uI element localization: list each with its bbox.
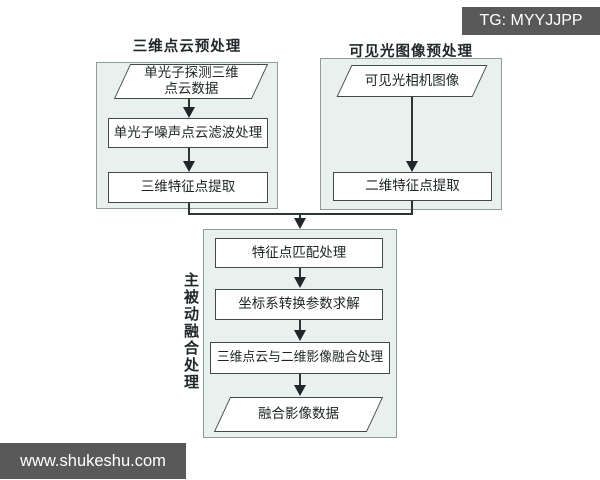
coordinate-transform-node: 坐标系转换参数求解: [215, 289, 383, 320]
connector-line: [411, 97, 413, 162]
connector-line: [411, 201, 413, 214]
telegram-watermark-text: TG: MYYJJPP: [479, 12, 583, 29]
connector-line: [188, 99, 190, 109]
arrow-down-icon: [183, 161, 195, 172]
website-watermark-text: www.shukeshu.com: [20, 451, 166, 470]
fused-image-output-node: 融合影像数据: [213, 397, 384, 432]
arrow-down-icon: [294, 330, 306, 341]
fused-image-output-label: 融合影像数据: [258, 406, 339, 422]
connector-line: [299, 268, 301, 279]
connector-line: [188, 203, 190, 214]
feature-extract-3d-node: 三维特征点提取: [108, 172, 268, 203]
noise-filter-node: 单光子噪声点云滤波处理: [108, 118, 268, 148]
arrow-down-icon: [183, 107, 195, 118]
visible-camera-input-label: 可见光相机图像: [364, 72, 460, 88]
connector-line: [299, 374, 301, 387]
single-photon-input-line2: 点云数据: [164, 81, 218, 97]
visible-camera-input-node: 可见光相机图像: [336, 65, 488, 97]
pointcloud-preprocess-title: 三维点云预处理: [132, 39, 242, 55]
fusion-side-label: 主被动融合处理: [182, 272, 198, 391]
website-watermark-badge: www.shukeshu.com: [0, 443, 186, 479]
feature-match-node: 特征点匹配处理: [215, 238, 383, 268]
arrow-down-icon: [294, 277, 306, 288]
telegram-watermark-badge: TG: MYYJJPP: [462, 7, 600, 35]
single-photon-input-node: 单光子探测三维 点云数据: [113, 64, 269, 99]
arrow-down-icon: [294, 218, 306, 229]
connector-line: [299, 213, 301, 220]
connector-line: [188, 148, 190, 163]
visible-image-preprocess-title: 可见光图像预处理: [349, 44, 473, 60]
feature-extract-2d-node: 二维特征点提取: [333, 172, 492, 201]
connector-line: [299, 320, 301, 332]
cloud-image-fusion-node: 三维点云与二维影像融合处理: [210, 342, 390, 374]
single-photon-input-line1: 单光子探测三维: [143, 65, 239, 81]
arrow-down-icon: [294, 385, 306, 396]
arrow-down-icon: [406, 161, 418, 172]
